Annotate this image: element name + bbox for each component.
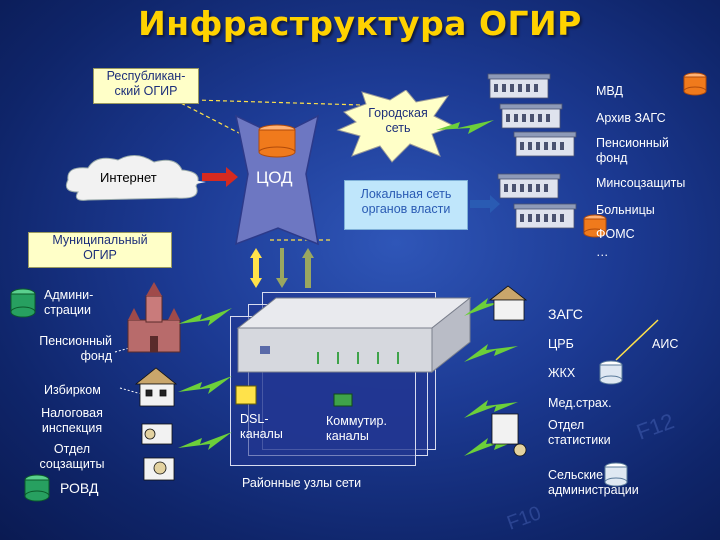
arrow-icon [202,167,238,187]
republic-ogir-callout: Республикан- ский ОГИР [93,68,199,104]
dsl-line-1: DSL- [240,412,269,426]
municipal-line-1: Муниципальный [52,233,148,247]
hospitals-label: Больницы [596,203,655,217]
soc-label: Отдел соцзащиты [22,442,122,472]
admin-label: Админи- страции [44,288,93,318]
foms-label: ФОМС [596,227,635,241]
switch-plug-icon [333,393,353,407]
municipal-line-2: ОГИР [83,248,117,262]
city-net-burst [336,90,456,163]
dsl-line-2: каналы [240,427,283,441]
dsl-label: DSL- каналы [240,412,283,442]
district-label: Районные узлы сети [242,476,362,490]
building-icons-column [487,73,577,229]
network-switch-icon [236,296,472,374]
soc-line-2: соцзащиты [39,457,105,471]
zhkh-label: ЖКХ [548,366,576,380]
city-net-label: Городская сеть [356,106,440,136]
admin-line-2: страции [44,303,92,317]
stats-label: Отдел статистики [548,418,611,448]
mvd-label: МВД [596,84,623,98]
db-cyan-icon [604,462,628,487]
tax-line-2: инспекция [41,421,103,435]
zags-archive-label: Архив ЗАГС [596,111,666,125]
internet-label: Интернет [100,170,157,185]
medstrakh-label: Мед.страх. [548,396,612,410]
municipal-ogir-callout: Муниципальный ОГИР [28,232,172,268]
ais-connector [615,319,659,361]
pension-fund-line-1: Пенсионный [596,136,669,150]
switched-line-1: Коммутир. [326,414,387,428]
city-net-line-2: сеть [385,121,411,135]
db-orange-icon [683,72,707,96]
db-green-icon [24,474,50,502]
stats-line-1: Отдел [548,418,585,432]
izbirkom-label: Избирком [44,383,101,397]
switched-label: Коммутир. каналы [326,414,387,444]
cod-label: ЦОД [256,168,293,187]
vertical-arrows [250,248,314,288]
pension-fund-line-2: фонд [596,151,628,165]
arrow-icon [470,195,500,213]
local-net-line-1: Локальная сеть [360,187,452,201]
pension-line-1: Пенсионный [39,334,112,348]
dsl-plug-icon [235,385,257,405]
soc-line-1: Отдел [53,442,91,456]
db-orange-icon [583,214,607,238]
house-icon-column [488,285,528,457]
house-icon-column [134,367,178,481]
kremlin-building-icon [127,282,181,353]
zags-label: ЗАГС [548,306,583,322]
page-title: Инфраструктура ОГИР [138,4,582,43]
tax-label: Налоговая инспекция [22,406,122,436]
republic-line-2: ский ОГИР [114,84,178,98]
tax-line-1: Налоговая [41,406,103,420]
admin-line-1: Админи- [44,288,94,302]
stats-line-2: статистики [548,433,611,447]
rural-line-2: администрации [548,483,639,497]
db-green-icon [10,288,36,318]
lightning-left [178,308,232,450]
db-orange-icon [258,124,296,158]
crb-label: ЦРБ [548,337,574,351]
minsoc-label: Минсоцзащиты [596,176,686,190]
pension-label: Пенсионный фонд [10,334,112,364]
pension-fund-label: Пенсионный фонд [596,136,669,166]
svg-text:F12: F12 [633,408,677,444]
switched-line-2: каналы [326,429,369,443]
rovd-label: РОВД [60,480,99,496]
rural-line-1: Сельские [548,468,604,482]
internet-cloud-icon [65,155,206,201]
local-net-box: Локальная сеть органов власти [344,180,468,230]
rural-label: Сельские администрации [548,468,639,498]
ais-label: АИС [652,337,679,351]
republic-line-1: Республикан- [106,69,186,83]
local-net-line-2: органов власти [361,202,451,216]
lightning-icon [436,120,494,134]
ellipsis-label: … [596,245,609,259]
pension-line-2: фонд [80,349,112,363]
city-net-line-1: Городская [368,106,428,120]
svg-text:F10: F10 [504,502,544,534]
db-cyan-icon [599,360,623,385]
